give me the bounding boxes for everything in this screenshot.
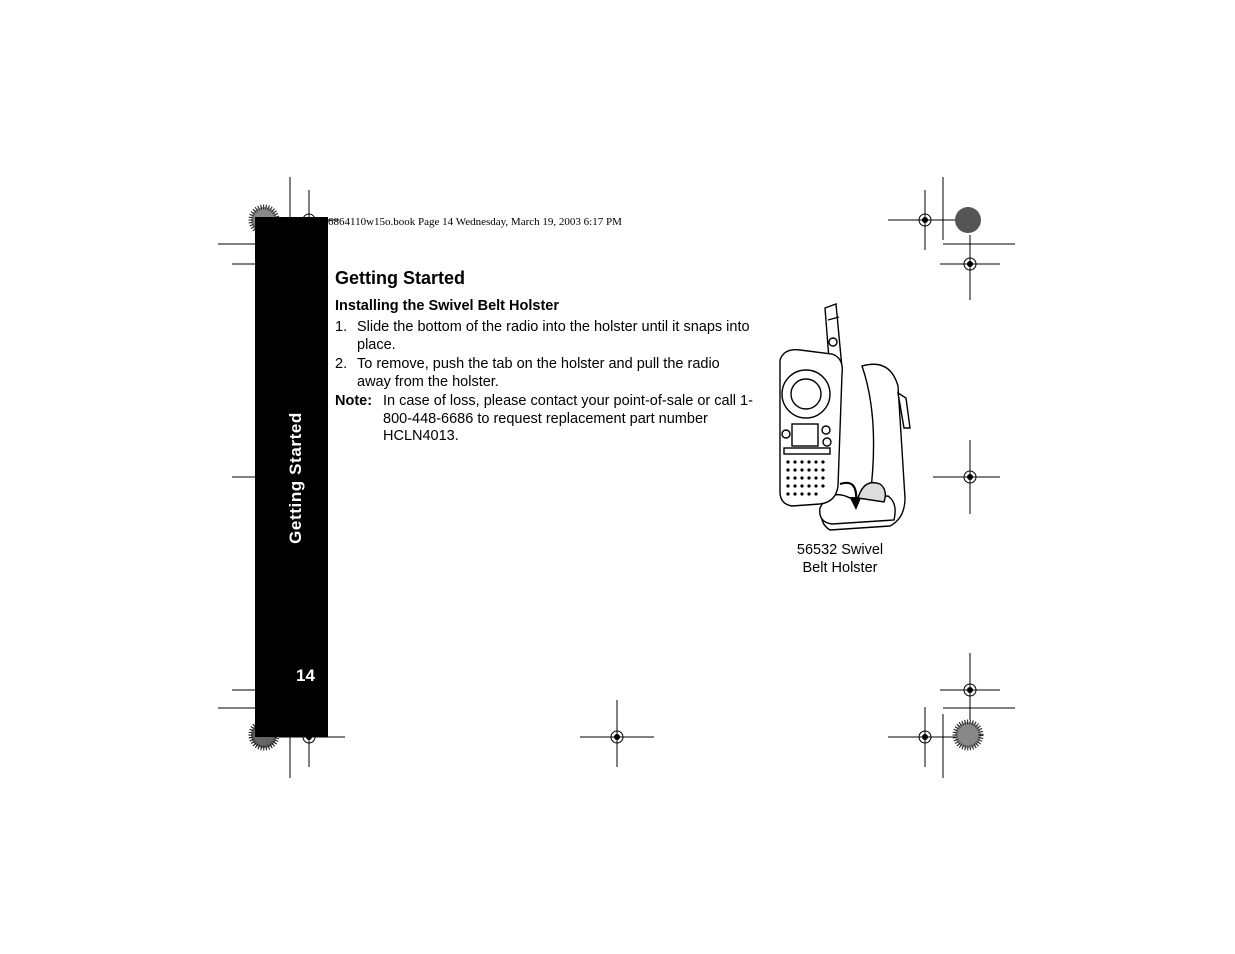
- side-tab-bar: [255, 217, 328, 737]
- list-item: 2. To remove, push the tab on the holste…: [335, 356, 755, 391]
- note: Note: In case of loss, please contact yo…: [335, 393, 755, 446]
- note-label: Note:: [335, 393, 373, 409]
- file-header: 6864110w15o.book Page 14 Wednesday, Marc…: [328, 216, 622, 228]
- step-text: To remove, push the tab on the holster a…: [357, 356, 720, 390]
- caption-line: Belt Holster: [802, 559, 878, 576]
- radio-holster-illustration: [779, 303, 911, 531]
- step-text: Slide the bottom of the radio into the h…: [357, 319, 750, 353]
- section-heading: Installing the Swivel Belt Holster: [335, 298, 559, 314]
- list-item: 1. Slide the bottom of the radio into th…: [335, 319, 755, 354]
- side-tab-label: Getting Started: [286, 412, 305, 544]
- step-number: 2.: [335, 356, 348, 372]
- figure-caption: 56532 Swivel Belt Holster: [770, 542, 910, 577]
- note-text: In case of loss, please contact your poi…: [383, 393, 753, 444]
- page-title: Getting Started: [335, 268, 466, 288]
- page-number: 14: [296, 666, 315, 685]
- step-number: 1.: [335, 319, 348, 335]
- caption-line: 56532 Swivel: [796, 542, 884, 558]
